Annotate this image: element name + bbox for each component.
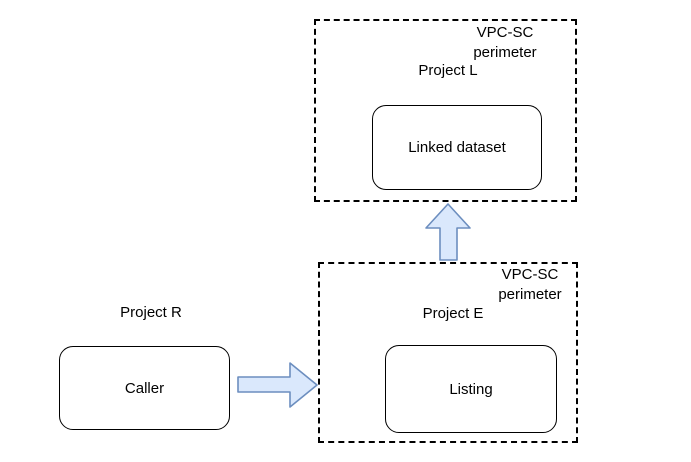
perimeter-label-top: VPC-SC perimeter — [473, 24, 537, 61]
arrow-right-icon — [237, 362, 318, 408]
vpc-sc-perimeter-bottom — [318, 262, 578, 443]
linked-dataset-node: Linked dataset — [372, 105, 542, 190]
listing-node-label: Listing — [449, 380, 493, 398]
linked-dataset-node-label: Linked dataset — [408, 139, 506, 156]
vpc-sc-perimeter-top — [314, 19, 577, 202]
arrow-up-icon — [425, 203, 471, 261]
listing-node: Listing — [385, 345, 557, 433]
project-e-label: Project E — [422, 305, 484, 322]
project-l-label: Project L — [418, 62, 478, 79]
project-r-label: Project R — [120, 304, 182, 321]
caller-node: Caller — [59, 346, 230, 430]
caller-node-label: Caller — [124, 379, 165, 397]
perimeter-label-bottom: VPC-SC perimeter — [498, 266, 562, 303]
